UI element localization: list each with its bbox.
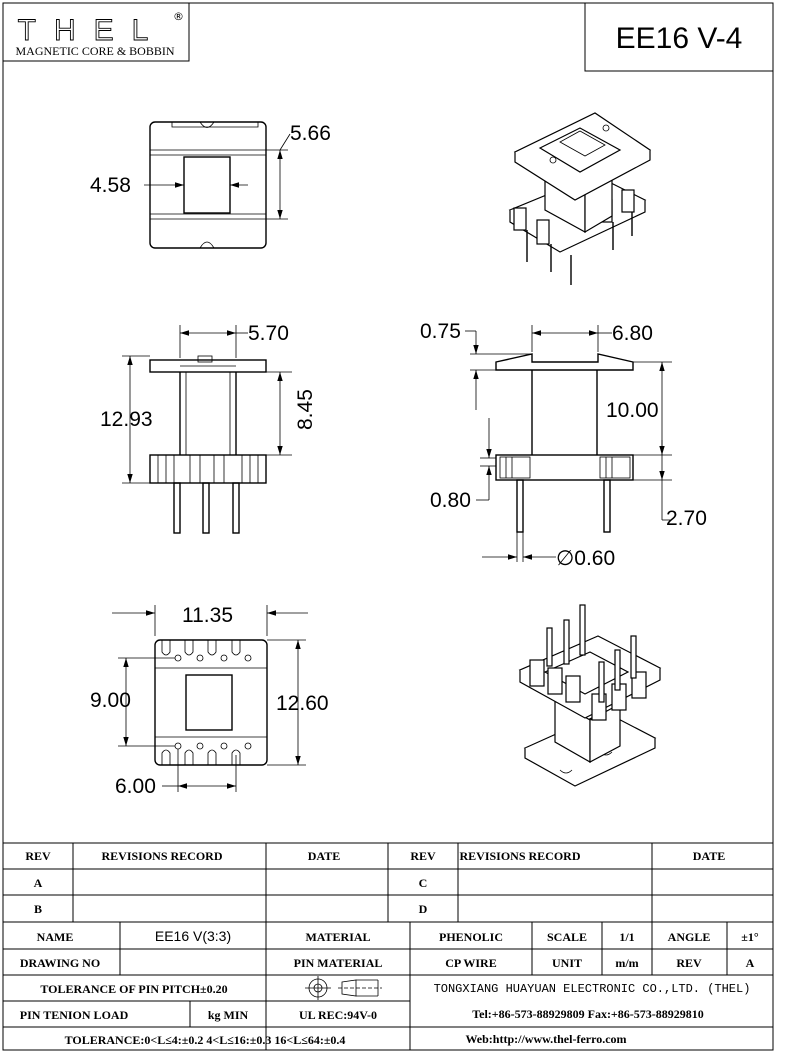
date-header-left: DATE — [308, 849, 340, 863]
logo-registered: ® — [173, 10, 184, 23]
logo-wordmark: THEL — [18, 14, 167, 47]
top-view: 5.66 4.58 — [90, 121, 331, 249]
part-number: EE16 V-4 — [616, 22, 743, 55]
dim-pin-pitch: 6.00 — [115, 775, 156, 798]
bottom-view: 11.35 9.00 12.60 6.00 — [90, 604, 329, 798]
dim-top-window: 4.58 — [90, 174, 131, 197]
scale-label: SCALE — [547, 930, 587, 944]
rev-row-d: D — [419, 902, 428, 916]
unit-label: UNIT — [552, 956, 582, 970]
dim-side-flange: 0.75 — [420, 320, 461, 343]
dim-side-base: 0.80 — [430, 489, 471, 512]
date-header-right: DATE — [693, 849, 725, 863]
name-label: NAME — [37, 930, 74, 944]
part-number-block: EE16 V-4 — [584, 2, 774, 72]
rev-label: REV — [676, 956, 702, 970]
dim-front-inner: 8.45 — [294, 389, 317, 430]
rev-header-left: REV — [25, 849, 51, 863]
tolerance-pitch: TOLERANCE OF PIN PITCH±0.20 — [40, 982, 227, 996]
company-web: Web:http://www.thel-ferro.com — [465, 1032, 626, 1046]
front-view: 5.70 12.93 8.45 — [100, 322, 317, 534]
material-value: PHENOLIC — [439, 930, 503, 944]
angle-label: ANGLE — [668, 930, 711, 944]
rev-value: A — [746, 956, 755, 970]
company-name: TONGXIANG HUAYUAN ELECTRONIC CO.,LTD. (T… — [434, 982, 751, 996]
dim-side-width: 6.80 — [612, 322, 653, 345]
dim-bottom-width: 11.35 — [182, 604, 233, 627]
material-label: MATERIAL — [305, 930, 370, 944]
dim-bottom-height: 12.60 — [276, 692, 329, 715]
dim-pin-length: 2.70 — [666, 507, 707, 530]
dim-front-height: 12.93 — [100, 408, 153, 431]
name-value: EE16 V(3:3) — [155, 928, 231, 944]
drawing-no-label: DRAWING NO — [20, 956, 100, 970]
pin-material-label: PIN MATERIAL — [294, 956, 383, 970]
ul-rec: UL REC:94V-0 — [299, 1008, 377, 1022]
title-block: REV REVISIONS RECORD DATE REV REVISIONS … — [3, 842, 773, 1050]
projection-symbol-icon — [305, 976, 382, 1000]
dim-bottom-depth: 9.00 — [90, 689, 131, 712]
dim-side-height: 10.00 — [606, 399, 659, 422]
revisions-header-right: REVISIONS RECORD — [459, 849, 580, 863]
rev-row-b: B — [34, 902, 42, 916]
rev-row-c: C — [419, 876, 428, 890]
logo-block: THEL ® MAGNETIC CORE & BOBBIN — [2, 2, 190, 62]
dim-pin-diameter: ∅0.60 — [556, 547, 615, 570]
tolerance-ranges: TOLERANCE:0<L≤4:±0.2 4<L≤16:±0.3 16<L≤64… — [65, 1033, 346, 1047]
pin-load-label: PIN TENION LOAD — [20, 1008, 129, 1022]
side-view: 6.80 0.75 10.00 0.80 2.70 ∅0.60 — [420, 320, 707, 570]
unit-value: m/m — [615, 956, 638, 970]
scale-value: 1/1 — [619, 930, 634, 944]
revisions-header-left: REVISIONS RECORD — [101, 849, 222, 863]
rev-row-a: A — [34, 876, 43, 890]
iso-view-top — [508, 112, 652, 285]
drawing-border — [2, 2, 774, 1051]
angle-value: ±1° — [741, 930, 759, 944]
rev-header-right: REV — [410, 849, 436, 863]
pin-material-value: CP WIRE — [445, 956, 496, 970]
pin-load-unit: kg MIN — [208, 1008, 249, 1022]
logo-subtitle: MAGNETIC CORE & BOBBIN — [15, 44, 174, 58]
company-tel: Tel:+86-573-88929809 Fax:+86-573-8892981… — [472, 1007, 704, 1021]
dim-front-width: 5.70 — [248, 322, 289, 345]
dim-top-width: 5.66 — [290, 122, 331, 145]
iso-view-bottom — [518, 604, 662, 787]
